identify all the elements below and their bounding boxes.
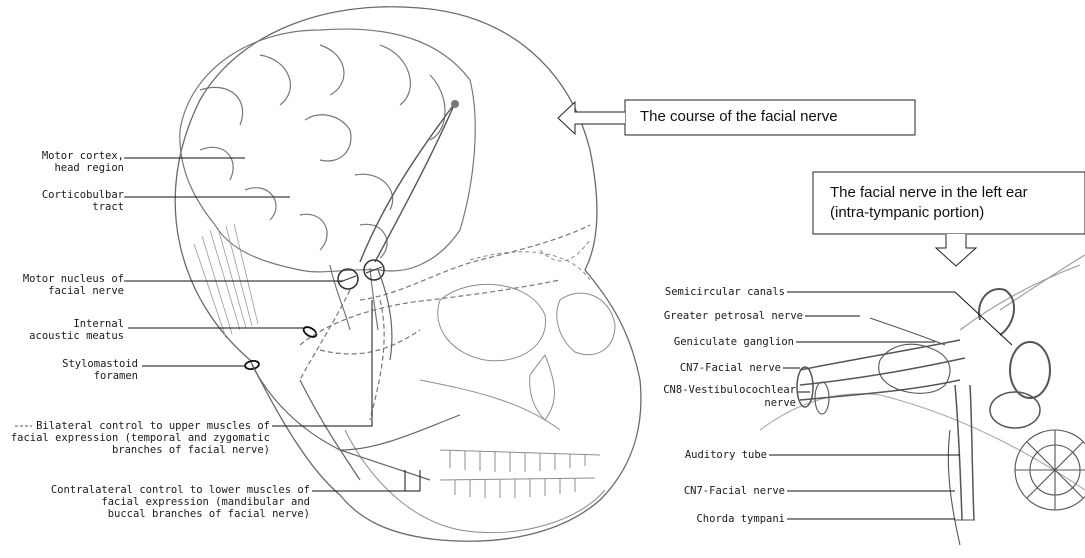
label-chorda-tympani: Chorda tympani <box>696 513 785 525</box>
label-stylomastoid-1: Stylomastoid <box>62 358 138 370</box>
label-corticobulbar-1: Corticobulbar <box>42 189 124 201</box>
label-bilateral-2: facial expression (temporal and zygomati… <box>11 432 270 444</box>
label-geniculate-ganglion: Geniculate ganglion <box>674 336 794 348</box>
ear-callout-line-1: The facial nerve in the left ear <box>830 183 1028 202</box>
cortex-dot <box>451 100 459 108</box>
label-cn8-2: nerve <box>764 397 796 409</box>
label-contralateral-2: facial expression (mandibular and <box>101 496 310 508</box>
label-greater-petrosal: Greater petrosal nerve <box>664 310 803 322</box>
head-outline <box>175 7 641 541</box>
label-internal-meatus-1: Internal <box>73 318 124 330</box>
facial-nerve-lower-branches <box>252 270 460 480</box>
label-motor-cortex-1: Motor cortex, <box>42 150 124 162</box>
label-cn8-1: CN8-Vestibulocochlear <box>663 384 796 396</box>
corticobulbar-tract <box>360 103 455 262</box>
label-semicircular-canals: Semicircular canals <box>665 286 785 298</box>
label-bilateral-1: Bilateral control to upper muscles of <box>36 420 270 432</box>
label-motor-cortex-2: head region <box>54 162 124 174</box>
ear-callout-line-2: (intra-tympanic portion) <box>830 203 984 222</box>
motor-nuclei <box>338 260 384 289</box>
label-internal-meatus-2: acoustic meatus <box>29 330 124 342</box>
skull-face <box>345 240 615 533</box>
brain-section <box>180 29 475 330</box>
label-auditory-tube: Auditory tube <box>685 449 767 461</box>
label-motor-nucleus-1: Motor nucleus of <box>23 273 124 285</box>
course-callout-text: The course of the facial nerve <box>640 107 838 126</box>
label-cn7-top: CN7-Facial nerve <box>680 362 781 374</box>
label-contralateral-3: buccal branches of facial nerve) <box>108 508 310 520</box>
label-stylomastoid-2: foramen <box>94 370 138 382</box>
foramina <box>244 325 318 370</box>
label-corticobulbar-2: tract <box>92 201 124 213</box>
label-cn7-bottom: CN7-Facial nerve <box>684 485 785 497</box>
label-bilateral-3: branches of facial nerve) <box>112 444 270 456</box>
ear-anatomy <box>760 255 1085 545</box>
label-motor-nucleus-2: facial nerve <box>48 285 124 297</box>
ear-leader-lines <box>769 292 1012 519</box>
label-contralateral-1: Contralateral control to lower muscles o… <box>51 484 310 496</box>
